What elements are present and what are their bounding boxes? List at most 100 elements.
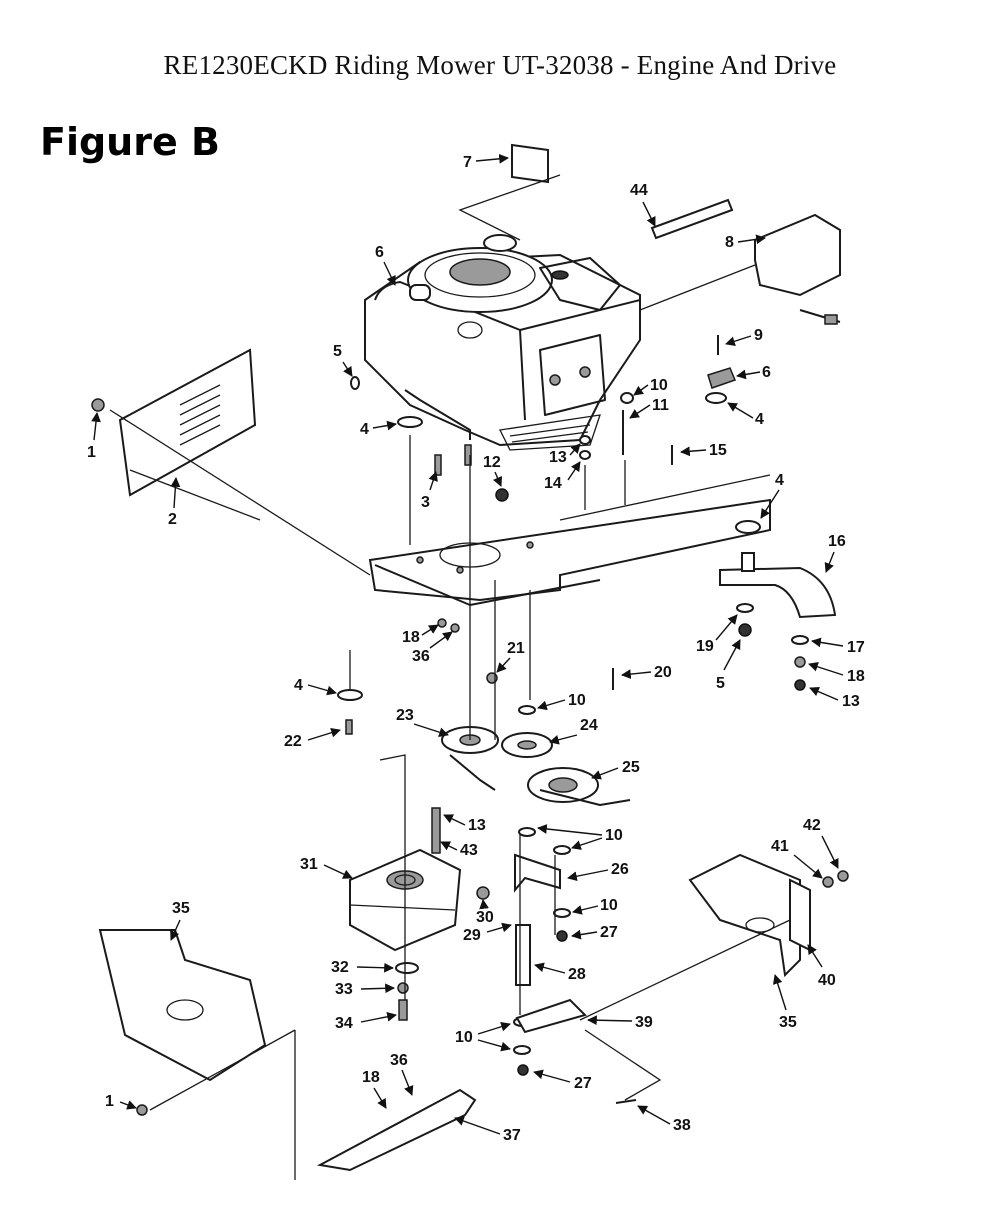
svg-text:6: 6 — [762, 364, 771, 381]
svg-text:31: 31 — [300, 856, 318, 873]
callout-9: 9 — [725, 327, 763, 346]
callout-36-bottom: 36 — [390, 1052, 414, 1096]
callout-12: 12 — [483, 454, 503, 487]
figure-label: Figure B — [40, 120, 220, 164]
callout-11: 11 — [629, 397, 669, 419]
assembly-lines — [109, 174, 791, 1180]
svg-text:9: 9 — [754, 327, 763, 344]
svg-text:43: 43 — [460, 842, 478, 859]
callout-26: 26 — [567, 861, 629, 882]
callout-13-mid: 13 — [443, 814, 486, 834]
engine — [364, 234, 641, 451]
svg-text:41: 41 — [771, 838, 789, 855]
callout-35-right: 35 — [772, 974, 797, 1031]
svg-text:30: 30 — [476, 909, 494, 926]
svg-text:18: 18 — [362, 1069, 380, 1086]
svg-text:4: 4 — [755, 411, 764, 428]
callout-35-left: 35 — [170, 900, 190, 941]
svg-text:10: 10 — [568, 692, 586, 709]
svg-text:32: 32 — [331, 959, 349, 976]
svg-text:19: 19 — [696, 638, 714, 655]
svg-text:13: 13 — [549, 449, 567, 466]
callout-6-right: 6 — [736, 364, 771, 381]
svg-text:2: 2 — [168, 511, 177, 528]
callout-32: 32 — [331, 959, 394, 976]
svg-text:3: 3 — [421, 494, 430, 511]
callout-31: 31 — [300, 856, 353, 879]
callout-4-right-upper: 4 — [727, 402, 764, 428]
pulleys — [441, 726, 631, 806]
svg-text:17: 17 — [847, 639, 865, 656]
callout-13-right: 13 — [809, 686, 860, 710]
svg-text:8: 8 — [725, 234, 734, 251]
callout-22: 22 — [284, 727, 341, 750]
svg-text:18: 18 — [847, 668, 865, 685]
svg-text:44: 44 — [630, 182, 648, 199]
svg-text:23: 23 — [396, 707, 414, 724]
callout-1-bottom: 1 — [105, 1093, 137, 1110]
svg-text:4: 4 — [360, 421, 369, 438]
callout-18-bottom: 18 — [362, 1069, 387, 1109]
lever-arm — [719, 552, 837, 619]
svg-text:20: 20 — [654, 664, 672, 681]
callout-18-right: 18 — [808, 662, 865, 685]
svg-text:6: 6 — [375, 244, 384, 261]
callout-2: 2 — [168, 477, 181, 528]
callout-13-upper: 13 — [549, 443, 581, 466]
callout-1-top: 1 — [87, 412, 101, 461]
callout-27-mid: 27 — [571, 924, 618, 941]
svg-text:33: 33 — [335, 981, 353, 998]
callout-29: 29 — [463, 922, 512, 944]
svg-text:37: 37 — [503, 1127, 521, 1144]
callout-34: 34 — [335, 1011, 397, 1032]
svg-text:5: 5 — [333, 343, 342, 360]
callout-14: 14 — [544, 461, 581, 492]
idler-assembly — [514, 853, 587, 1034]
svg-text:36: 36 — [412, 648, 430, 665]
svg-text:13: 13 — [468, 817, 486, 834]
svg-text:12: 12 — [483, 454, 501, 471]
svg-text:21: 21 — [507, 640, 525, 657]
svg-text:1: 1 — [105, 1093, 114, 1110]
callout-40: 40 — [807, 944, 836, 989]
svg-text:18: 18 — [402, 629, 420, 646]
callout-10-upper: 10 — [633, 377, 668, 396]
svg-text:35: 35 — [172, 900, 190, 917]
callout-38: 38 — [637, 1105, 691, 1134]
svg-text:35: 35 — [779, 1014, 797, 1031]
svg-text:10: 10 — [455, 1029, 473, 1046]
svg-text:34: 34 — [335, 1015, 353, 1032]
callout-36-upper: 36 — [412, 631, 453, 665]
svg-text:10: 10 — [650, 377, 668, 394]
callout-15: 15 — [680, 442, 727, 459]
callout-16: 16 — [824, 533, 846, 573]
callout-44: 44 — [630, 182, 656, 227]
svg-text:15: 15 — [709, 442, 727, 459]
svg-text:11: 11 — [652, 397, 669, 414]
top-parts — [511, 143, 841, 325]
callout-17: 17 — [811, 637, 865, 656]
callout-6-engine: 6 — [375, 244, 396, 286]
svg-text:40: 40 — [818, 972, 836, 989]
callout-27-lower: 27 — [533, 1069, 592, 1092]
svg-text:4: 4 — [775, 472, 784, 489]
svg-text:36: 36 — [390, 1052, 408, 1069]
callout-23: 23 — [396, 707, 449, 737]
svg-text:5: 5 — [716, 675, 725, 692]
svg-text:26: 26 — [611, 861, 629, 878]
callout-5-right: 5 — [716, 639, 741, 692]
callout-7: 7 — [463, 153, 509, 171]
callout-30: 30 — [476, 899, 494, 926]
svg-text:29: 29 — [463, 927, 481, 944]
svg-text:22: 22 — [284, 733, 302, 750]
svg-text:16: 16 — [828, 533, 846, 550]
svg-text:4: 4 — [294, 677, 303, 694]
svg-text:1: 1 — [87, 444, 96, 461]
callout-37: 37 — [454, 1116, 521, 1144]
callout-10-pulley: 10 — [537, 692, 586, 711]
callout-39: 39 — [587, 1014, 653, 1031]
callout-3: 3 — [421, 471, 438, 511]
callout-8: 8 — [725, 234, 766, 251]
callout-24: 24 — [549, 717, 598, 745]
svg-text:10: 10 — [605, 827, 623, 844]
